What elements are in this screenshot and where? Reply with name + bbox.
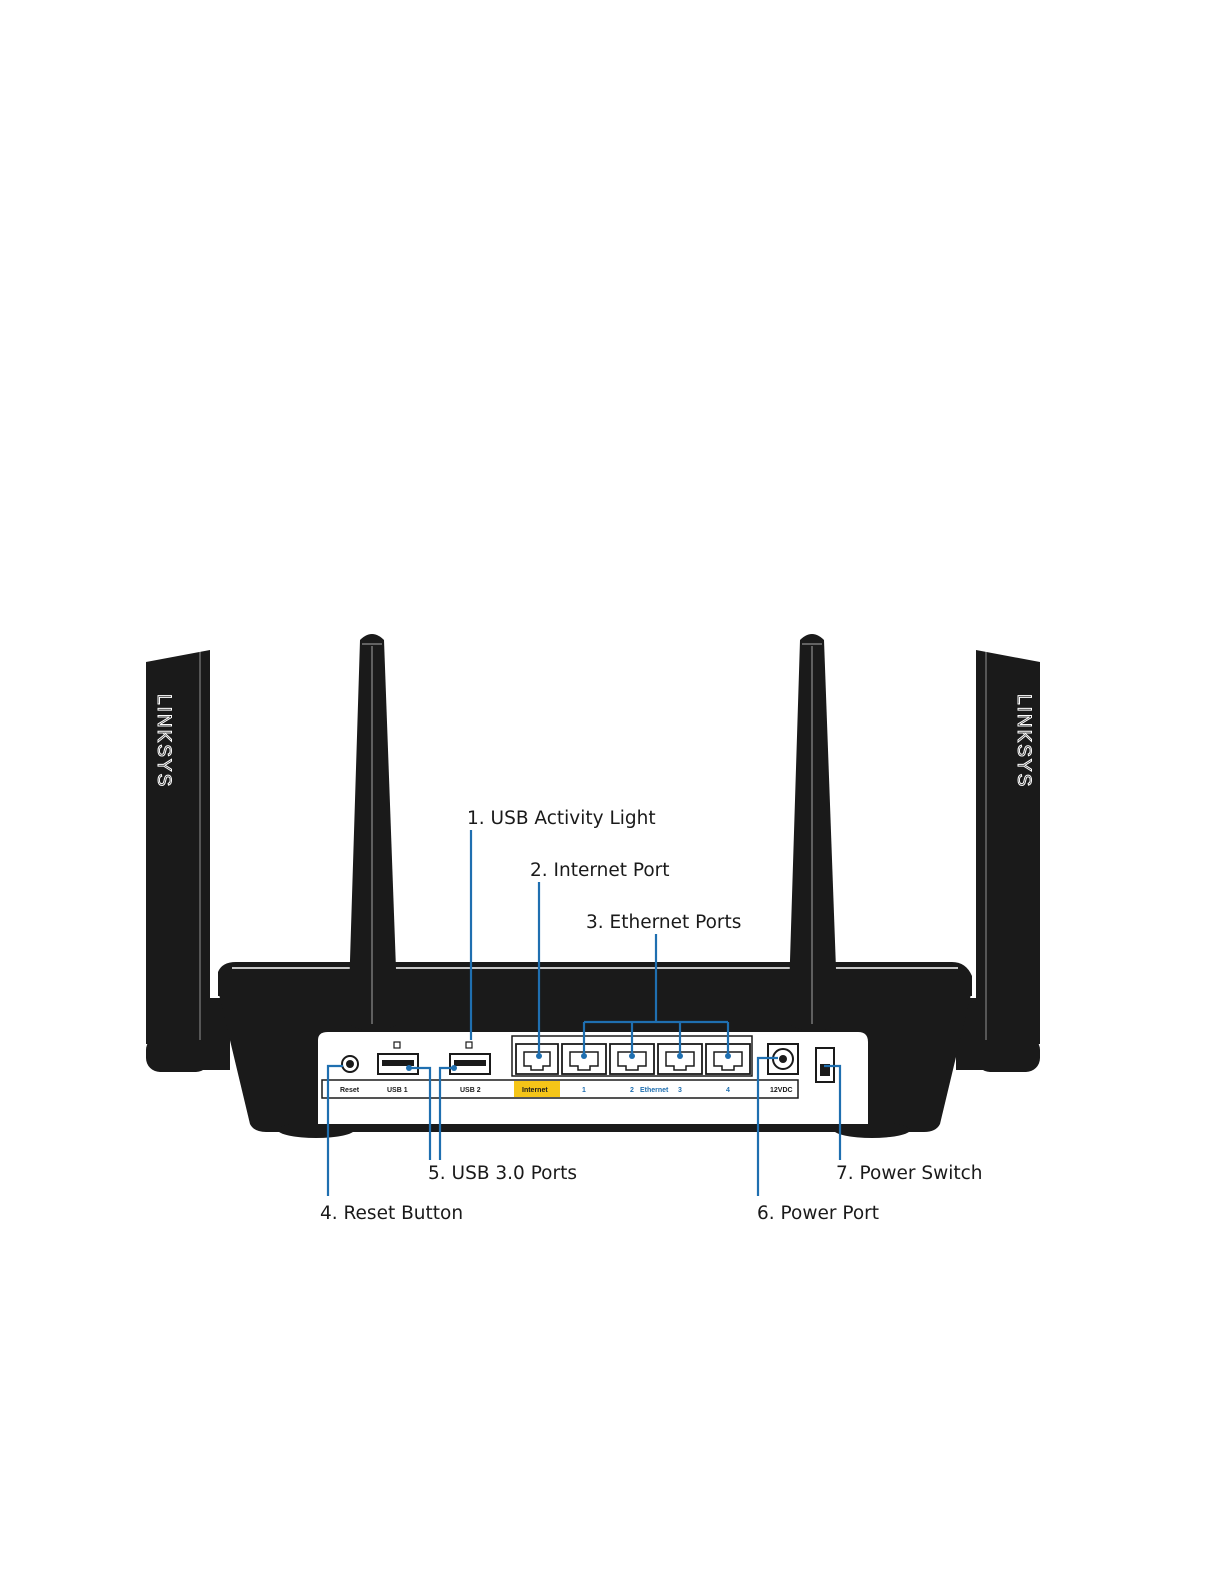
callout-internet-port: 2. Internet Port (530, 860, 670, 881)
left-inner-antenna (348, 634, 398, 1031)
callout-ethernet-ports: 3. Ethernet Ports (586, 912, 741, 933)
callout-usb-activity-light: 1. USB Activity Light (467, 808, 656, 829)
brand-text-right: LINKSYS (1013, 694, 1034, 788)
panel-label-internet: Internet (522, 1087, 548, 1094)
usb-activity-light-2 (466, 1042, 472, 1048)
callout-power-switch: 7. Power Switch (836, 1163, 983, 1184)
left-outer-antenna: LINKSYS (146, 650, 230, 1072)
panel-label-eth1: 1 (582, 1087, 586, 1094)
panel-label-ethernet: Ethernet (640, 1087, 669, 1094)
panel-label-eth3: 3 (678, 1087, 682, 1094)
internet-port[interactable] (516, 1044, 558, 1074)
usb-activity-light-1 (394, 1042, 400, 1048)
callout-power-port: 6. Power Port (757, 1203, 879, 1224)
panel-label-reset: Reset (340, 1087, 360, 1094)
panel-label-eth2: 2 (630, 1087, 634, 1094)
panel-label-usb1: USB 1 (387, 1087, 408, 1094)
right-inner-antenna (788, 634, 838, 1031)
panel-label-eth4: 4 (726, 1087, 730, 1094)
panel-label-power: 12VDC (770, 1087, 793, 1094)
reset-button[interactable] (342, 1056, 358, 1072)
usb1-port[interactable] (378, 1054, 418, 1074)
callout-usb-ports: 5. USB 3.0 Ports (428, 1163, 577, 1184)
panel-label-usb2: USB 2 (460, 1087, 481, 1094)
usb2-port[interactable] (450, 1054, 490, 1074)
right-outer-antenna: LINKSYS (956, 650, 1040, 1072)
brand-text-left: LINKSYS (153, 694, 174, 788)
callout-reset-button: 4. Reset Button (320, 1203, 463, 1224)
